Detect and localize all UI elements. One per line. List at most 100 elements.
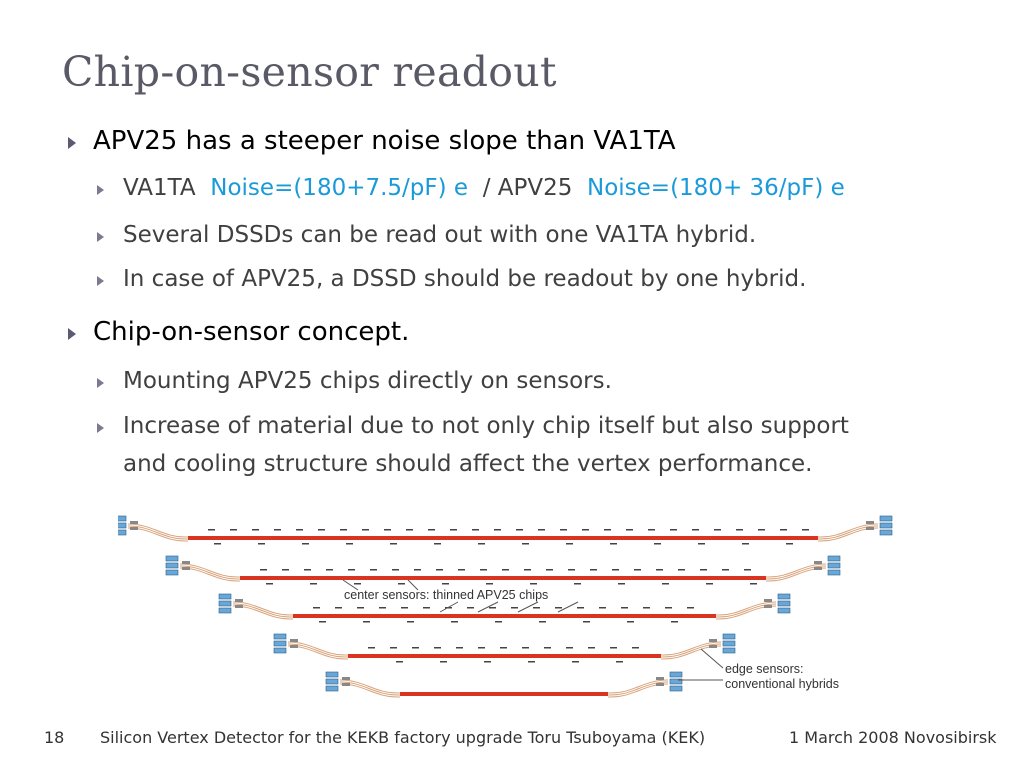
hybrid-connector <box>827 555 841 562</box>
apv25-chip <box>494 529 501 531</box>
apv25-chip <box>363 621 370 623</box>
apv25-chip <box>626 529 633 531</box>
apv25-chip <box>678 569 685 571</box>
sub-bullet-arrow-icon <box>97 378 104 388</box>
hybrid-connector <box>325 685 339 692</box>
sub-bullet-arrow-icon <box>97 423 104 433</box>
apv25-chip <box>390 543 397 545</box>
apv25-chip <box>500 647 507 649</box>
apv25-chip <box>698 543 705 545</box>
hybrid-connector <box>669 685 683 692</box>
flex-cable <box>232 603 294 618</box>
apv25-chip <box>555 607 562 609</box>
apv25-chip <box>208 529 215 531</box>
apv25-chip <box>348 569 355 571</box>
sub-bullet-arrow-icon <box>97 232 104 242</box>
hybrid-connector <box>325 678 339 685</box>
apv25-chip <box>590 569 597 571</box>
edge-sensors-label-1: edge sensors: <box>725 662 804 676</box>
hybrid-chip <box>130 527 138 530</box>
apv25-chip <box>440 661 447 663</box>
flex-cable <box>660 643 722 658</box>
apv25-chip <box>566 543 573 545</box>
apv25-chip <box>319 621 326 623</box>
hybrid-connector <box>827 562 841 569</box>
apv25-chip <box>566 647 573 649</box>
sub-bullet-mounting: Mounting APV25 chips directly on sensors… <box>123 368 612 394</box>
apv25-chip <box>583 621 590 623</box>
hybrid-chip <box>290 645 298 648</box>
apv25-chip <box>539 621 546 623</box>
hybrid-chip <box>814 561 822 564</box>
flex-cable <box>287 641 349 656</box>
hybrid-connector <box>218 593 232 600</box>
hybrid-connector <box>669 678 683 685</box>
apv25-chip <box>357 607 364 609</box>
apv25-chip <box>495 621 502 623</box>
apv25-chip <box>406 529 413 531</box>
hybrid-chip <box>182 567 190 570</box>
hybrid-connector <box>722 633 736 640</box>
bullet-apv25-noise: APV25 has a steeper noise slope than VA1… <box>93 126 676 156</box>
hybrid-chip <box>764 605 772 608</box>
sub-bullet-material-line2: and cooling structure should affect the … <box>123 451 813 477</box>
hybrid-connector <box>118 522 127 529</box>
hybrid-chip <box>866 521 874 524</box>
hybrid-chip <box>342 683 350 686</box>
apv25-chip <box>486 583 493 585</box>
apv25-chip <box>230 529 237 531</box>
apv25-chip <box>511 607 518 609</box>
flex-cable <box>339 679 401 694</box>
apv25-chip <box>572 661 579 663</box>
hybrid-connector <box>879 522 893 529</box>
apv25-chip <box>480 569 487 571</box>
apv25-chip <box>574 583 581 585</box>
apv25-chip <box>656 569 663 571</box>
ladder-schematic-figure: center sensors: thinned APV25 chips edge… <box>118 515 893 698</box>
apv25-chip <box>472 529 479 531</box>
apv25-label: / APV25 <box>482 175 573 201</box>
flex-cable <box>607 681 669 696</box>
hybrid-chip <box>130 521 138 524</box>
apv25-chip <box>643 607 650 609</box>
apv25-chip <box>692 529 699 531</box>
sensor-bar <box>348 654 661 658</box>
apv25-chip <box>436 569 443 571</box>
apv25-chip <box>632 647 639 649</box>
hybrid-chip <box>866 527 874 530</box>
apv25-chip <box>318 529 325 531</box>
hybrid-connector <box>827 569 841 576</box>
apv25-chip <box>478 543 485 545</box>
flex-cable <box>607 679 669 694</box>
sensor-bar <box>188 536 818 540</box>
sensor-bar <box>400 692 608 696</box>
hybrid-connector <box>722 640 736 647</box>
flex-cable <box>287 643 349 658</box>
edge-sensors-label-2: conventional hybrids <box>725 677 839 691</box>
flex-cable <box>817 525 879 540</box>
apv25-chip <box>802 529 809 531</box>
apv25-chip <box>610 647 617 649</box>
apv25-chip <box>744 569 751 571</box>
apv25-chip <box>533 607 540 609</box>
hybrid-connector <box>165 555 179 562</box>
footer-page-number: 18 <box>44 728 65 747</box>
apv25-chip <box>451 621 458 623</box>
hybrid-chip <box>342 677 350 680</box>
hybrid-connector <box>218 600 232 607</box>
flex-cable <box>715 603 777 618</box>
hybrid-connector <box>273 647 287 654</box>
hybrid-connector <box>273 640 287 647</box>
flex-cable <box>127 523 189 538</box>
bullet-chip-on-sensor: Chip-on-sensor concept. <box>93 317 410 347</box>
flex-cable <box>179 565 241 580</box>
apv25-chip <box>214 543 221 545</box>
sensor-bar <box>240 576 766 580</box>
sub-bullet-arrow-icon <box>97 276 104 286</box>
apv25-chip <box>434 543 441 545</box>
apv25-chip <box>516 529 523 531</box>
apv25-chip <box>530 583 537 585</box>
apv25-chip <box>310 583 317 585</box>
hybrid-connector <box>879 529 893 536</box>
flex-cable <box>715 601 777 616</box>
